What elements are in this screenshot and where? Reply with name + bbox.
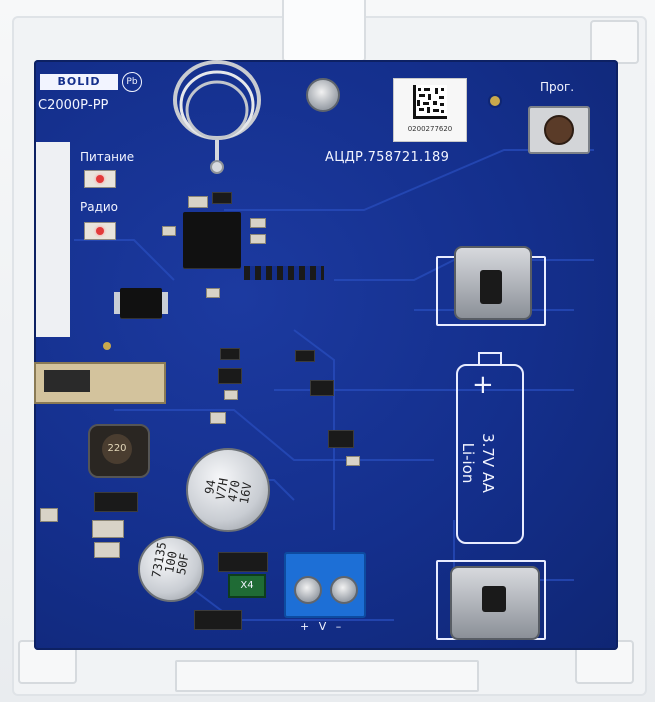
battery-type-label: Li-ion: [459, 442, 477, 484]
fiducial-mark: [488, 94, 502, 108]
led-radio-label: Радио: [80, 200, 119, 214]
brand-logo: BOLID: [40, 74, 118, 90]
led-power-label: Питание: [80, 150, 135, 164]
circuit-board: [34, 60, 618, 650]
soic-chip: [120, 288, 162, 318]
smd-component: [250, 218, 266, 228]
smd-component: [206, 288, 220, 298]
antenna-coil: [173, 60, 261, 174]
inductor-marking: 220: [102, 434, 132, 464]
datamatrix-code: [413, 85, 447, 119]
terminal-label: + V –: [300, 620, 345, 633]
battery-clip-negative: [450, 566, 540, 640]
power-terminal-block[interactable]: [284, 552, 366, 618]
smd-component: [40, 508, 58, 522]
connector-body: [44, 370, 90, 392]
smd-component: [224, 390, 238, 400]
smd-component: [210, 412, 226, 424]
fuse: X4: [228, 574, 266, 598]
sot-transistor: [218, 368, 242, 384]
diode: [94, 492, 138, 512]
power-inductor: 220: [88, 424, 150, 478]
electrolytic-capacitor: 94 V7H 470 16V: [186, 448, 270, 532]
radio-led: [84, 222, 116, 240]
chip-leads: [114, 292, 120, 314]
smd-component: [188, 196, 208, 208]
smd-component: [212, 192, 232, 204]
button-cap[interactable]: [544, 115, 574, 145]
battery-outline: [456, 364, 524, 544]
prog-label: Прог.: [540, 80, 575, 94]
label-strip: [36, 142, 70, 337]
smd-component: [94, 542, 120, 558]
prog-button[interactable]: [528, 106, 590, 154]
electrolytic-capacitor: 73135 100 50F: [138, 536, 204, 602]
document-number: АЦДР.758721.189: [325, 150, 450, 165]
model-label: С2000Р-РР: [38, 98, 109, 113]
battery-voltage-label: 3.7V AA: [479, 433, 497, 493]
fiducial-mark: [103, 342, 111, 350]
smd-component: [220, 348, 240, 360]
connector-header: [34, 362, 166, 404]
diode: [194, 610, 242, 630]
serial-number: 0200277620: [407, 125, 453, 133]
battery-terminal-nub: [478, 352, 502, 366]
smd-component: [92, 520, 124, 538]
diode: [218, 552, 268, 572]
case-top-latch: [282, 0, 366, 62]
power-led: [84, 170, 116, 188]
smd-component: [295, 350, 315, 362]
sot-transistor: [328, 430, 354, 448]
pb-free-mark: Pb: [122, 72, 142, 92]
smd-component: [346, 456, 360, 466]
radio-ic: [183, 212, 241, 268]
battery-plus-sign: +: [472, 370, 494, 400]
smd-component: [250, 234, 266, 244]
terminal-screw[interactable]: [330, 576, 358, 604]
smd-component: [162, 226, 176, 236]
sot-transistor: [310, 380, 334, 396]
battery-clip-positive: [454, 246, 532, 320]
chip-leads: [162, 292, 168, 314]
mounting-screw: [306, 78, 340, 112]
case-bottom-rail: [175, 660, 479, 692]
serial-label: 0200277620: [393, 78, 467, 142]
resistor-array: [244, 266, 324, 280]
case-corner-notch: [590, 20, 639, 64]
terminal-screw[interactable]: [294, 576, 322, 604]
